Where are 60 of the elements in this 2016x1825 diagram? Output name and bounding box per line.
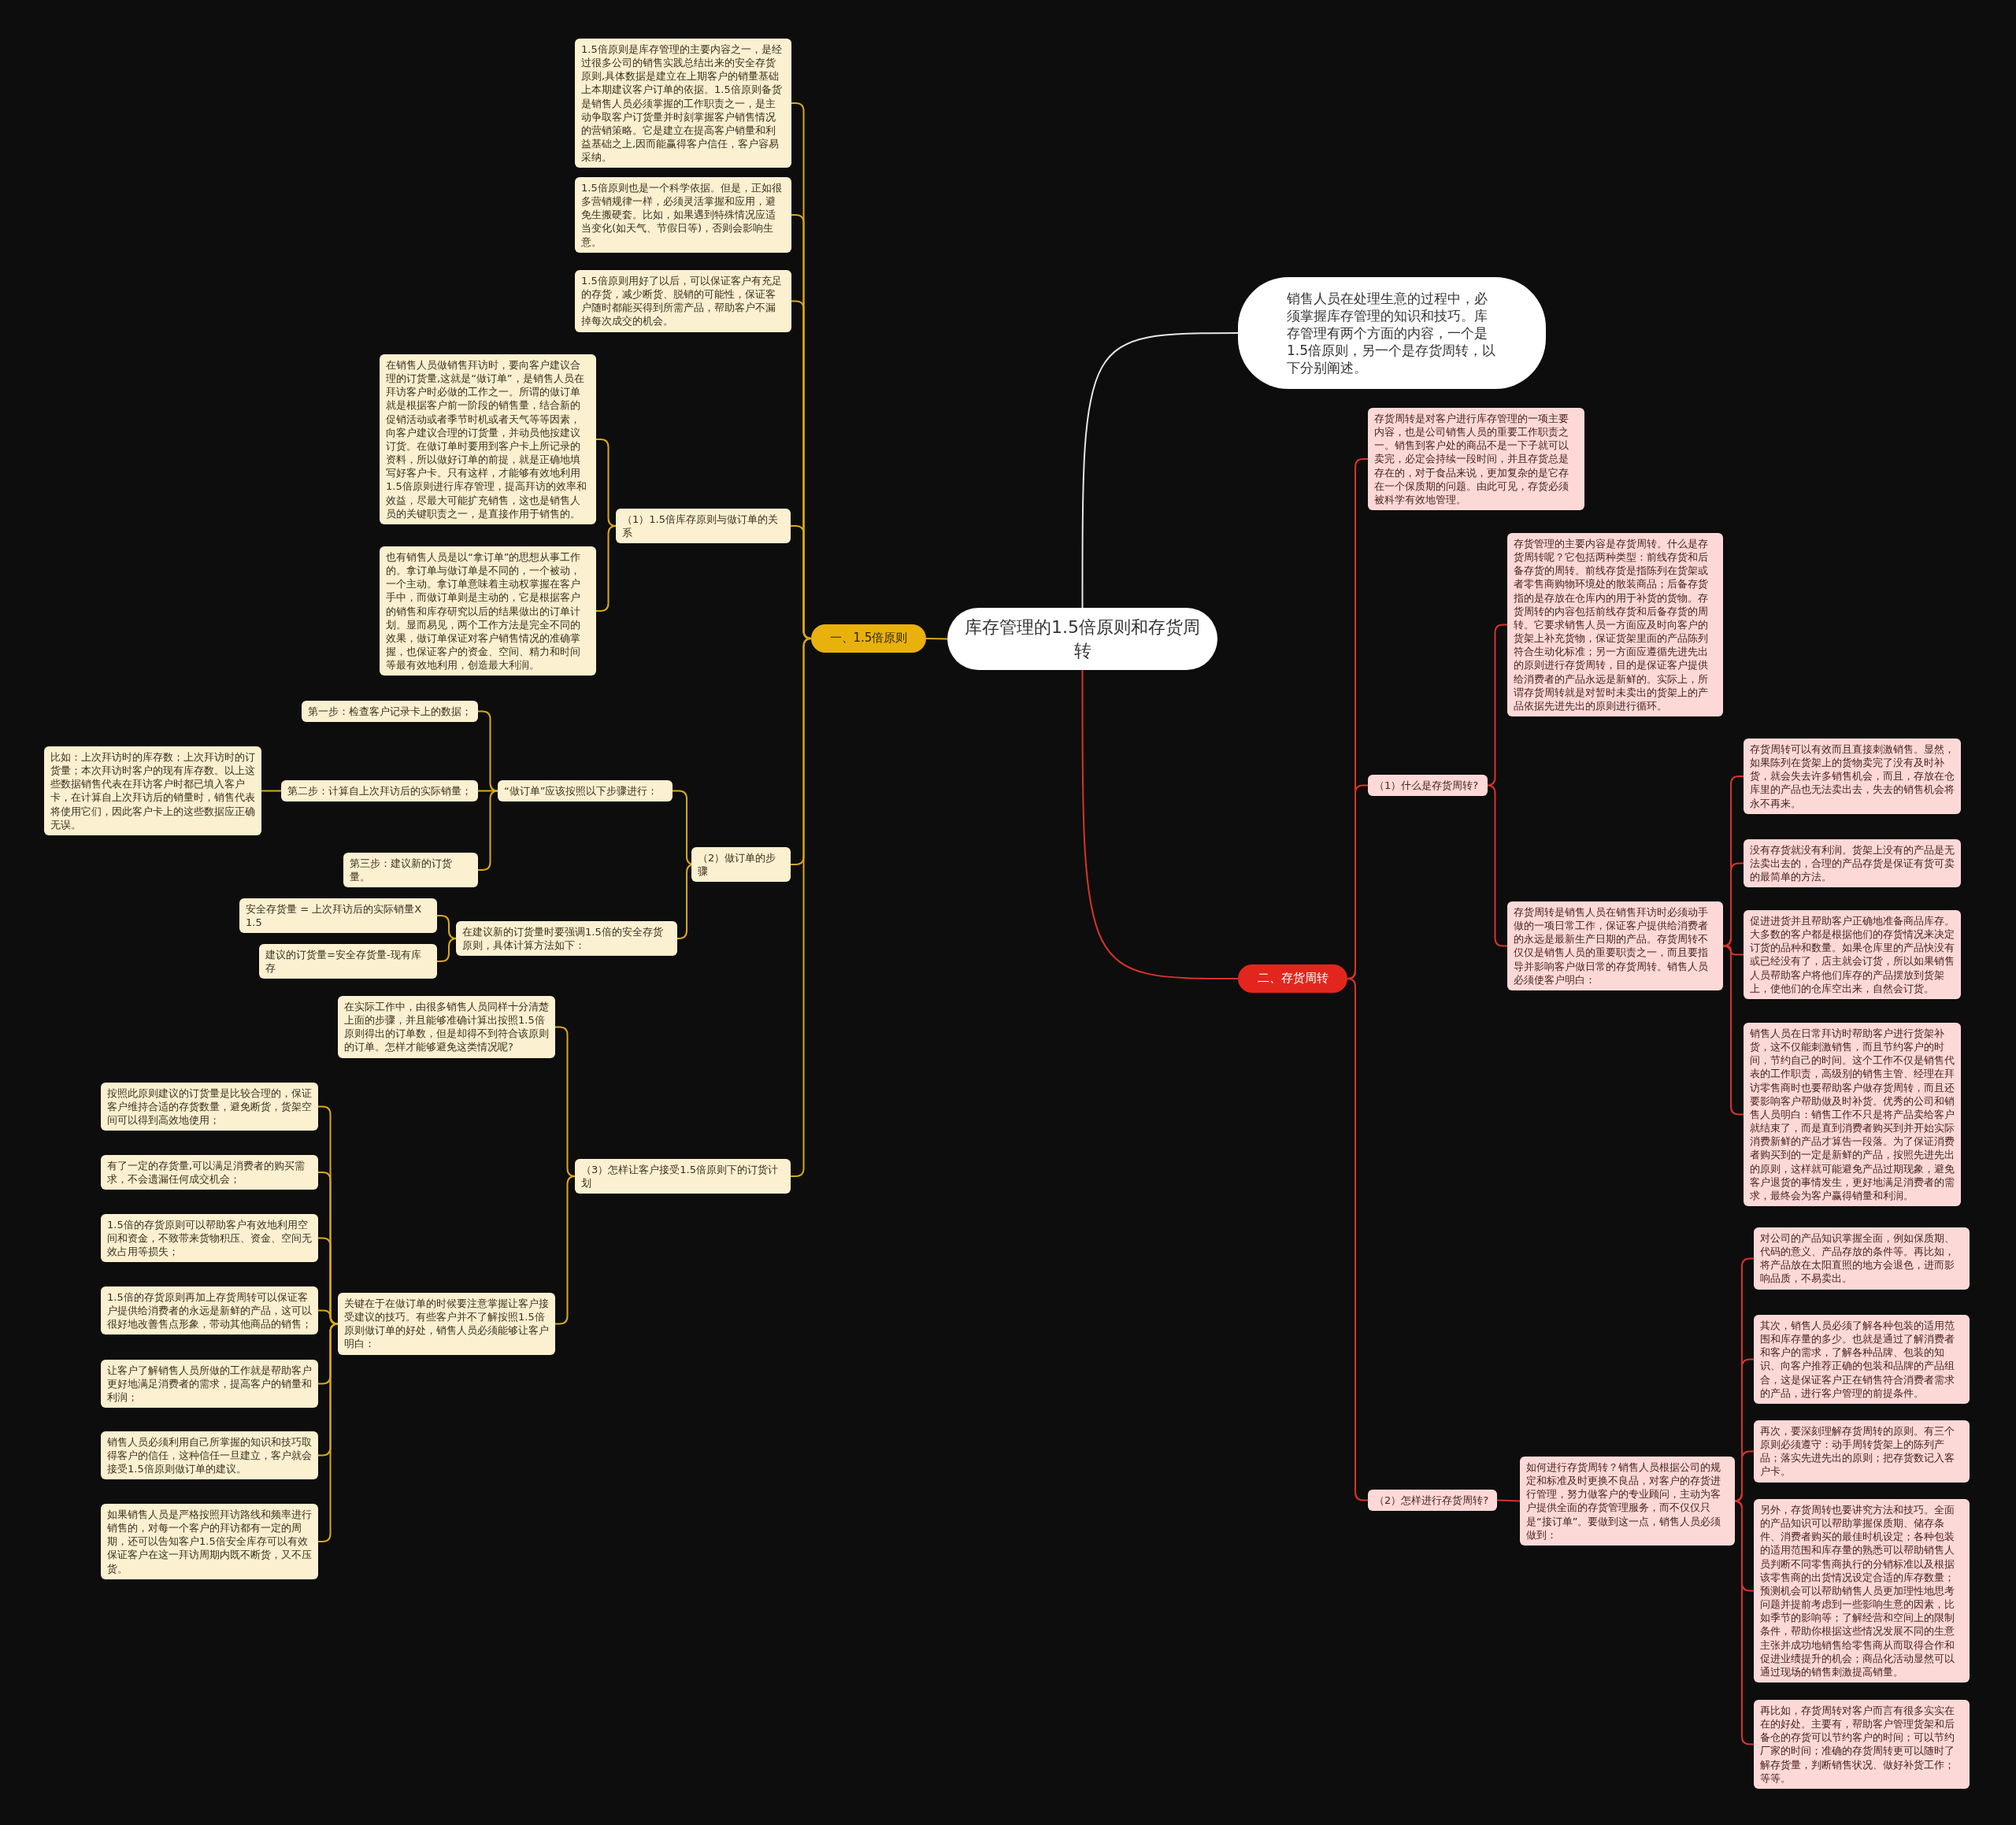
note-box: 存货周转可以有效而且直接刺激销售。显然，如果陈列在货架上的货物卖完了没有及时补货，就会失去许多销售机会，而且，存放在仓库里的产品也无法卖出去，失去的销售机会将永不再来。	[1744, 739, 1961, 814]
note-box: 在销售人员做销售拜访时，要向客户建议合理的订货量,这就是“做订单”，是销售人员在拜访客户时必做的工作之一。所谓的做订单就是根据客户前一阶段的销售量，结合新的促销活动或者季节时机或者天气等等因素，向客户建议合理的订货量，并动员他按建议订货。在做订单时要用到客户卡上所记录的资料，所以做好订单的前提，就是正确地填写好客户卡。只有这样，才能够有效地利用1.5倍原则进行库存管理，提高拜访的效率和效益，尽最大可能扩充销售，这也是销售人员的关键职责之一，是直接作用于销售的。	[380, 354, 596, 524]
connector-line	[477, 790, 499, 871]
central-topic: 库存管理的1.5倍原则和存货周转	[947, 608, 1217, 671]
subtopic-box: （1）1.5倍库存原则与做订单的关系	[616, 509, 791, 544]
subtopic-box: （3）怎样让客户接受1.5倍原则下的订货计划	[575, 1159, 791, 1194]
connector-line	[1722, 862, 1744, 947]
note-box: 再次，要深刻理解存货周转的原则。有三个原则必须遵守：动手周转货架上的陈列产品；落实先进先出的原则；把存货数记入客户卡。	[1754, 1420, 1970, 1483]
connector-line	[1486, 624, 1508, 787]
connector-line	[1081, 669, 1239, 979]
note-box: 按照此原则建议的订货量是比较合理的，保证客户维持合适的存货数量，避免断货，货架空间可以得到高效地使用；	[101, 1083, 318, 1131]
note-box: 如何进行存货周转？销售人员根据公司的规定和标准及时更换不良品，对客户的存货进行管理，努力做客户的专业顾问，主动为客户提供全面的存货管理服务，而不仅仅只是“接订单”。要做到这一点，销售人员必须做到：	[1520, 1457, 1735, 1546]
note-box: 存货管理的主要内容是存货周转。什么是存货周转呢？它包括两种类型：前线存货和后备存货的周转。前线存货是指陈列在货架或者零售商购物环境处的散装商品；后备存货指的是存放在仓库内的用于补货的货物。存货周转的内容包括前线存货和后备存货的周转。它要求销售人员一方面应及时向客户的货架上补充货物，保证货架里面的产品陈列符合生动化标准；另一方面应遵循先进先出的原则进行存货周转，目的是保证客户提供给消费者的产品永远是新鲜的。实际上，所谓存货周转就是对暂时未卖出的货架上的产品依据先进先出的原则进行循环。	[1507, 533, 1723, 717]
branch-label: 二、存货周转	[1238, 964, 1347, 993]
note-box: 其次，销售人员必须了解各种包装的适用范围和库存量的多少。也就是通过了解消费者和客户的需求，了解各种品牌、包装的知识、向客户推荐正确的包装和品牌的产品组合，这是保证客户正在销售符合消费者需求的产品，进行客户管理的前提条件。	[1754, 1315, 1970, 1404]
subtopic-box: 安全存货量 = 上次拜访后的实际销量X1.5	[239, 898, 437, 934]
connector-line	[317, 1309, 339, 1325]
note-box: 1.5倍原则也是一个科学依据。但是，正如很多营销规律一样，必须灵活掌握和应用，避免生搬硬套。比如，如果遇到特殊情况应适当变化(如天气、节假日等)，否则会影响生意。	[575, 177, 791, 253]
note-box: 1.5倍的存货原则再加上存货周转可以保证客户提供给消费者的永远是新鲜的产品，这可以很好地改善售点形象，带动其他商品的销售；	[101, 1286, 318, 1335]
connector-line	[477, 710, 499, 792]
note-box: 另外，存货周转也要讲究方法和技巧。全面的产品知识可以帮助掌握保质期、储存条件、消费者购买的最佳时机设定；各种包装的适用范围和库存量的熟悉可以帮助销售人员判断不同零售商执行的分销标准以及根据该零售商的出货情况设定合适的库存数量；预测机会可以帮助销售人员更加理性地思考问题并提前考虑到一些影响生意的因素，比如季节的影响等；了解经营和空间上的限制条件，帮助你根据这些情况发展不同的生意主张并成功地销售给零售商从而取得合作和促进业绩提升的机会；商品化活动显然可以通过现场的销售刺激提高销量。	[1754, 1499, 1970, 1683]
subtopic-box: 建议的订货量=安全存货量-现有库存	[259, 944, 437, 979]
subtopic-box: （1）什么是存货周转?	[1368, 775, 1488, 797]
subtopic-box: （2）怎样进行存货周转?	[1368, 1490, 1497, 1512]
connector-line	[1733, 1500, 1755, 1745]
intro-bubble: 销售人员在处理生意的过程中，必须掌握库存管理的知识和技巧。库存管理有两个方面的内容，一个是1.5倍原则，另一个是存货周转，以下分别阐述。	[1238, 277, 1546, 390]
connector-line	[925, 638, 948, 640]
branch-label: 一、1.5倍原则	[811, 624, 926, 653]
connector-line	[261, 790, 282, 792]
note-box: 关键在于在做订单的时候要注意掌握让客户接受建议的技巧。有些客户并不了解按照1.5倍原则做订单的好处，销售人员必须能够让客户明白：	[338, 1293, 555, 1355]
note-box: 在建议新的订货量时要强调1.5倍的安全存货原则，具体计算方法如下：	[456, 921, 677, 957]
note-box: 1.5倍的存货原则可以帮助客户有效地利用空间和资金，不致带来货物积压、资金、空间无效占用等损失；	[101, 1214, 318, 1263]
note-box: 也有销售人员是以“拿订单”的思想从事工作的。拿订单与做订单是不同的，一个被动，一个主动。拿订单意味着主动权掌握在客户手中，而做订单则是主动的，它是根据客户的销售和库存研究以后的结果做出的订单计划。显而易见，两个工作方法是完全不同的效果，做订单保证对客户销售情况的准确掌握，也保证客户的资金、空间、精力和时间等最有效地利用，创造最大利润。	[380, 546, 596, 676]
note-box: 如果销售人员是严格按照拜访路线和频率进行销售的，对每一个客户的拜访都有一定的周期，还可以告知客户1.5倍安全库存可以有效保证客户在这一拜访周期内既不断货，又不压货。	[101, 1504, 318, 1579]
note-box: 再比如，存货周转对客户而言有很多实实在在的好处。主要有，帮助客户管理货架和后备仓的存货可以节约客户的时间；可以节约厂家的时间；准确的存货周转更可以随时了解存货量，判断销售状况、做好补货工作；等等。	[1754, 1700, 1970, 1789]
note-box: 促进进货并且帮助客户正确地准备商品库存。大多数的客户都是根据他们的存货情况来决定订货的品种和数量。如果仓库里的产品快没有或已经没有了，店主就会订货，所以如果销售人员帮助客户将他们库存的产品摆放到货架上，使他们的仓库空出来，自然会订货。	[1744, 910, 1961, 999]
note-box: 存货周转是对客户进行库存管理的一项主要内容，也是公司销售人员的重要工作职责之一。销售到客户处的商品不是一下子就可以卖完，必定会持续一段时间，并且存货总是存在的，对于食品来说，更加复杂的是它存在一个保质期的问题。由此可见，存货必须被科学有效地管理。	[1368, 408, 1584, 511]
note-box: 没有存货就没有利润。货架上没有的产品是无法卖出去的，合理的产品存货是保证有货可卖的最简单的方法。	[1744, 839, 1961, 888]
subtopic-box: 第三步：建议新的订货量。	[343, 853, 478, 888]
connector-line	[554, 1175, 576, 1325]
note-box: 销售人员必须利用自己所掌握的知识和技巧取得客户的信任，这种信任一旦建立，客户就会接受1.5倍原则做订单的建议。	[101, 1431, 318, 1480]
note-box: 有了一定的存货量,可以满足消费者的购买需求，不会遗漏任何成交机会；	[101, 1155, 318, 1190]
subtopic-box: （2）做订单的步骤	[691, 847, 791, 883]
note-box: 1.5倍原则用好了以后，可以保证客户有充足的存货，减少断货、脱销的可能性，保证客户随时都能买得到所需产品，帮助客户不漏掉每次成交的机会。	[575, 270, 791, 332]
connector-line	[595, 525, 617, 612]
connector-line	[1081, 332, 1239, 609]
note-box: 比如：上次拜访时的库存数；上次拜访时的订货量；本次拜访时客户的现有库存数。以上这些数据销售代表在拜访客户时都已填入客户卡，在计算自上次拜访后的销量时，销售代表将使用它们，因此客户卡上的这些数据应正确无误。	[44, 746, 261, 835]
connector-line	[1496, 1499, 1521, 1502]
note-box: 让客户了解销售人员所做的工作就是帮助客户更好地满足消费者的需求，提高客户的销量和利润；	[101, 1360, 318, 1409]
note-box: 销售人员在日常拜访时帮助客户进行货架补货，这不仅能刺激销售，而且节约客户的时间，节约自己的时间。这个工作不仅是销售代表的工作职责，高级别的销售主管、经理在拜访零售商时也要帮助客户做存货周转，而且还要影响客户帮助做及时补货。优秀的公司和销售人员明白：销售工作不只是将产品卖给客户就结束了，而是直到消费者购买到并开始实际消费新鲜的产品才算告一段落。为了保证消费者购买到的一定是新鲜的产品，按照先进先出的原则，这样就可能避免产品过期现象，避免客户退货的事情发生，更好地满足消费者的需求，最终会为客户赢得销量和利润。	[1744, 1023, 1961, 1207]
connector-line	[1486, 784, 1508, 947]
subtopic-box: “做订单”应该按照以下步骤进行：	[498, 780, 673, 802]
connector-line	[790, 638, 813, 1177]
connector-line	[436, 938, 458, 962]
note-box: 在实际工作中，由很多销售人员同样十分清楚上面的步骤，并且能够准确计算出按照1.5倍原则得出的订单数，但是却得不到符合该原则的订单。怎样才能够避免这类情况呢?	[338, 996, 555, 1058]
subtopic-box: 第二步：计算自上次拜访后的实际销量；	[281, 780, 478, 802]
note-box: 1.5倍原则是库存管理的主要内容之一，是经过很多公司的销售实践总结出来的安全存货原则,具体数据是建立在上期客户的销量基础上本期建议客户订单的依据。1.5倍原则备货是销售人员必须掌握的工作职责之一，是主动争取客户订货量并时刻掌握客户销售情况的营销策略。它是建立在提高客户销量和利益基础之上,因而能赢得客户信任，客户容易采纳。	[575, 39, 791, 168]
note-box: 对公司的产品知识掌握全面，例如保质期、代码的意义、产品存放的条件等。再比如，将产品放在太阳直照的地方会退色，进而影响品质，不易卖出。	[1754, 1227, 1970, 1290]
subtopic-box: 第一步：检查客户记录卡上的数据；	[302, 701, 478, 723]
note-box: 存货周转是销售人员在销售拜访时必须动手做的一项日常工作，保证客户提供给消费者的永远是最新生产日期的产品。存货周转不仅仅是销售人员的重要职责之一，而且要指导并影响客户做日常的存货周转。销售人员必须使客户明白：	[1507, 901, 1723, 990]
